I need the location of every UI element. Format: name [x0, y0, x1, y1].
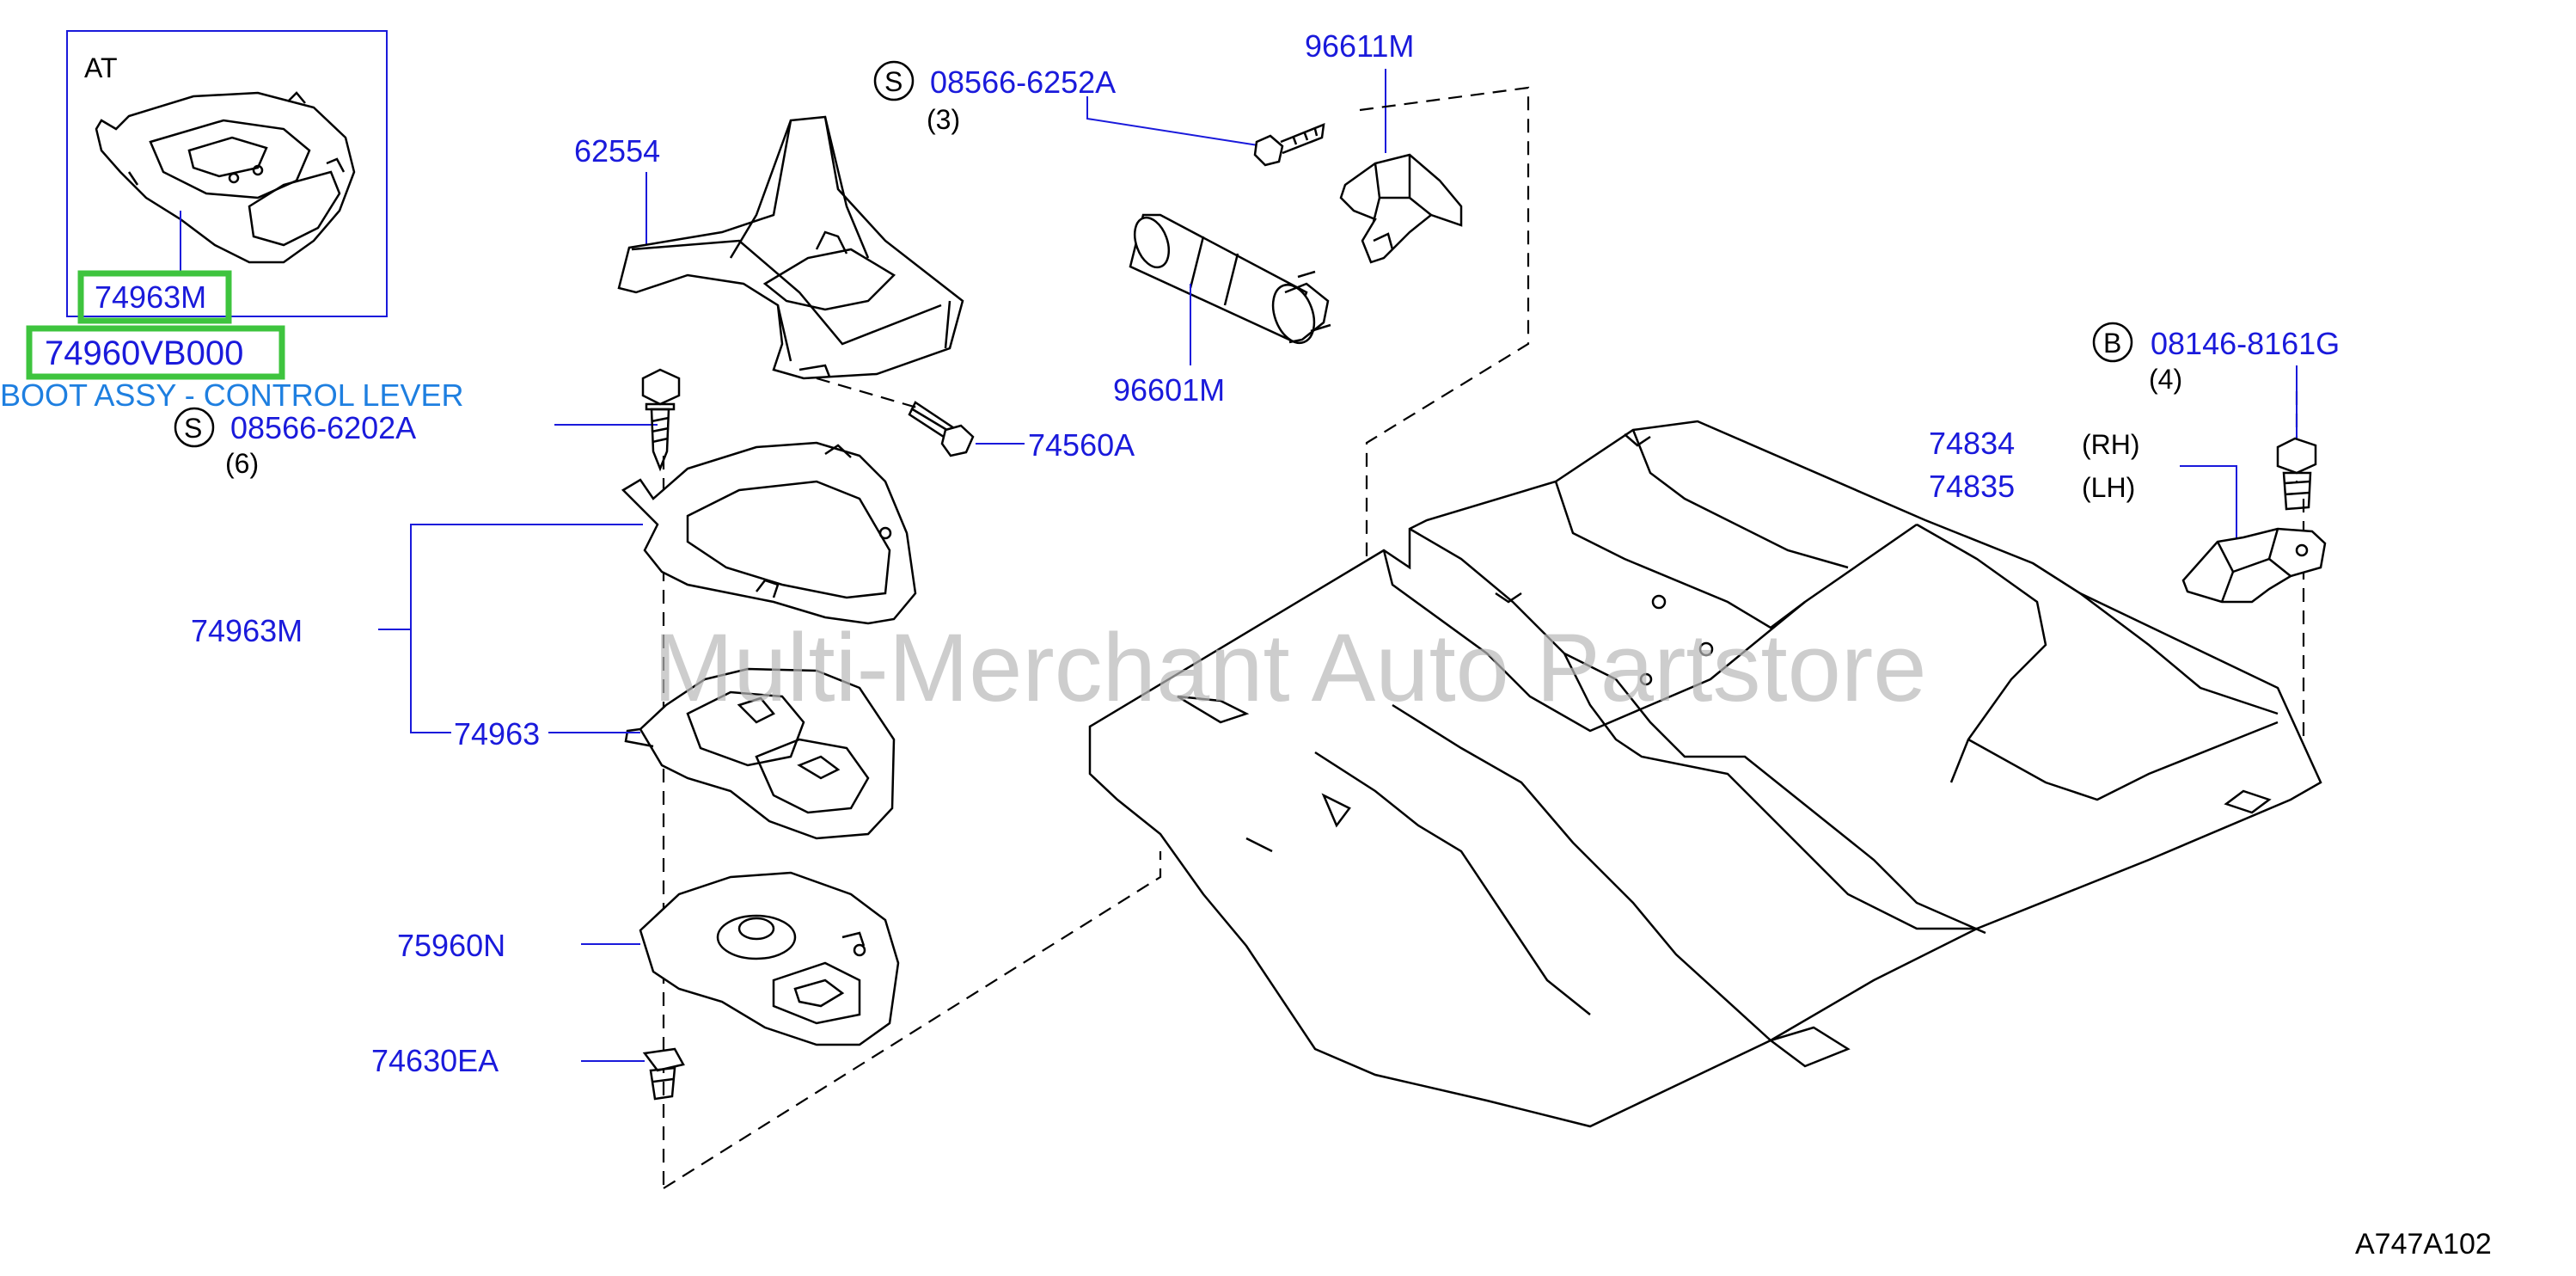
- s-symbol: S: [884, 66, 903, 97]
- screw-74560A-drawing: [908, 401, 975, 457]
- insulator-74963-drawing: [624, 667, 896, 840]
- qty-3: (3): [927, 104, 960, 135]
- part-74834[interactable]: 74834: [1929, 426, 2015, 461]
- s-circle-icon: [174, 407, 215, 448]
- part-74963M-inset[interactable]: 74963M: [95, 279, 206, 315]
- diagram-code: A747A102: [2355, 1228, 2492, 1261]
- screw-top-drawing: [1253, 123, 1325, 167]
- callout-08566-6252A: S 08566-6252A (3): [873, 60, 1264, 147]
- s-circle-icon: [873, 60, 915, 101]
- rh-label: (RH): [2082, 429, 2140, 460]
- bolt-drawing: [2276, 437, 2317, 511]
- bracket-96611M-drawing: [1339, 153, 1463, 264]
- part-caption: BOOT ASSY - CONTROL LEVER: [0, 377, 464, 413]
- part-96611M[interactable]: 96611M: [1305, 28, 1414, 64]
- watermark: Multi-Merchant Auto Partstore: [653, 614, 1926, 721]
- part-74835[interactable]: 74835: [1929, 469, 2015, 504]
- s-symbol: S: [184, 413, 202, 444]
- b-symbol: B: [2103, 328, 2121, 359]
- highlight-74963M: [77, 270, 232, 324]
- part-74960VB000[interactable]: 74960VB000: [45, 334, 243, 372]
- clip-74630EA-drawing: [642, 1047, 685, 1101]
- highlight-74960VB000: [26, 325, 285, 380]
- part-08566-6252A[interactable]: 08566-6252A: [930, 64, 1116, 100]
- callout-08566-6202A: S 08566-6202A (6): [174, 407, 658, 479]
- part-62554[interactable]: 62554: [574, 133, 660, 169]
- part-74963[interactable]: 74963: [454, 716, 540, 751]
- floor-panel-drawing: [1088, 420, 2322, 1128]
- part-74560A[interactable]: 74560A: [1028, 427, 1135, 463]
- callout-08146-8161G: B 08146-8161G (4): [2092, 322, 2340, 439]
- qty-4: (4): [2149, 364, 2182, 395]
- inset-at-label: AT: [84, 52, 118, 83]
- part-08146-8161G[interactable]: 08146-8161G: [2151, 326, 2340, 361]
- lh-label: (LH): [2082, 472, 2135, 503]
- part-74630EA[interactable]: 74630EA: [371, 1043, 499, 1078]
- qty-6: (6): [225, 448, 259, 479]
- part-74963M[interactable]: 74963M: [191, 613, 303, 648]
- part-75960N[interactable]: 75960N: [397, 928, 505, 963]
- shift-boot-drawing: [617, 115, 964, 380]
- cylinder-96601M-drawing: [1129, 213, 1331, 344]
- part-08566-6202A[interactable]: 08566-6202A: [230, 410, 416, 445]
- bracket-74834-drawing: [2181, 527, 2327, 604]
- b-circle-icon: [2092, 322, 2133, 363]
- inset-bracket-drawing: [95, 91, 356, 264]
- plate-75960N-drawing: [639, 871, 900, 1046]
- part-96601M[interactable]: 96601M: [1113, 372, 1225, 408]
- bracket-74963M-drawing: [621, 441, 917, 625]
- screw-left-drawing: [641, 368, 681, 472]
